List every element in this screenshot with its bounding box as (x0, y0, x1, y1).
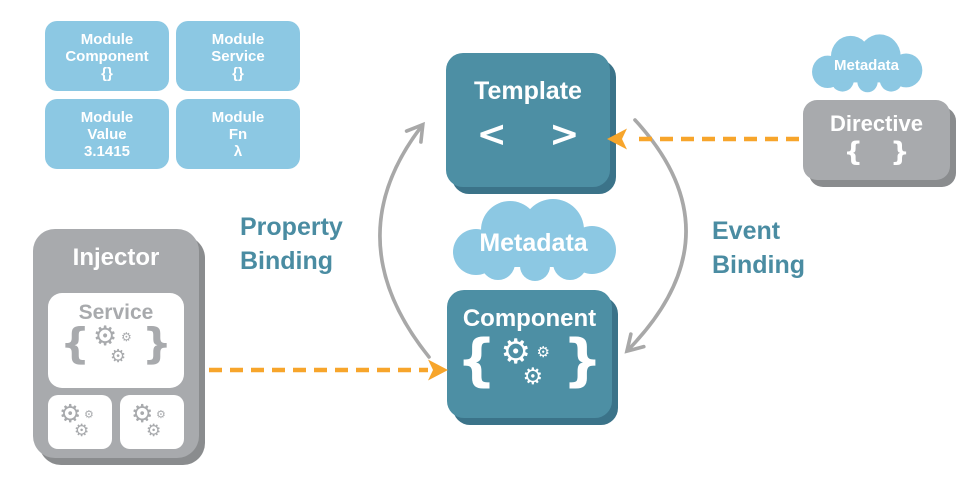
orange-arrowhead-icon (607, 128, 627, 150)
provider-box: ⚙ ⚙ ⚙ (120, 395, 184, 449)
gear-icon: ⚙ (59, 399, 82, 428)
template-title: Template (474, 77, 582, 105)
module-service-line: Service (211, 47, 265, 65)
left-brace-icon: { (60, 319, 90, 368)
gear-icon: ⚙ (131, 399, 154, 428)
lambda-icon: λ (233, 142, 243, 160)
metadata-label: Metadata (479, 229, 588, 257)
directive-title: Directive (830, 111, 923, 136)
metadata-cloud-small: Metadata (810, 33, 923, 93)
event-binding-line: Binding (712, 251, 806, 279)
provider-box: ⚙ ⚙ ⚙ (48, 395, 112, 449)
module-value-box: Module Value 3.1415 (45, 99, 169, 169)
orange-arrowhead-icon (428, 359, 448, 381)
module-fn-line: Fn (228, 125, 248, 143)
module-component-line: Module (80, 30, 134, 48)
gear-icon: ⚙ (84, 408, 94, 421)
module-fn-line: Module (211, 108, 265, 126)
metadata-label: Metadata (833, 56, 900, 74)
service-box: Service { ⚙ ⚙ ⚙ } (48, 293, 184, 388)
event-binding-label: Event Binding (712, 214, 805, 282)
event-binding-arrow (624, 118, 688, 354)
gears-icon: ⚙ ⚙ ⚙ (93, 323, 139, 369)
module-value-line: Value (87, 125, 127, 143)
metadata-cloud: Metadata (450, 197, 617, 282)
gears-icon: ⚙ ⚙ ⚙ (501, 335, 559, 393)
gear-icon: ⚙ (536, 343, 550, 361)
module-value-number: 3.1415 (84, 142, 130, 160)
curly-braces-icon: {} (232, 64, 244, 82)
event-binding-line: Event (712, 217, 781, 245)
cloud-shape (812, 34, 923, 93)
gear-icon: ⚙ (156, 408, 166, 421)
service-gears-icon: { ⚙ ⚙ ⚙ } (60, 323, 172, 369)
curly-braces-icon: { } (843, 137, 910, 168)
module-fn-box: Module Fn λ (176, 99, 300, 169)
gear-icon: ⚙ (93, 321, 118, 352)
property-binding-label: Property Binding (240, 210, 343, 278)
angle-brackets-icon: < > (476, 114, 580, 155)
cloud-shape (453, 199, 616, 281)
module-service-line: Module (211, 30, 265, 48)
gear-icon: ⚙ (74, 421, 90, 441)
component-title: Component (462, 305, 597, 332)
injector-box: Injector Service { ⚙ ⚙ ⚙ } ⚙ ⚙ ⚙ ⚙ (33, 229, 199, 458)
gear-icon: ⚙ (500, 332, 531, 372)
right-brace-icon: } (562, 328, 603, 393)
property-binding-line: Binding (240, 247, 334, 275)
left-brace-icon: { (456, 328, 497, 393)
gear-icon: ⚙ (110, 346, 127, 367)
service-label: Service (78, 301, 154, 324)
module-component-box: Module Component {} (45, 21, 169, 91)
injector-title: Injector (72, 244, 160, 271)
directive-box: Directive { } (803, 100, 950, 180)
component-gears-icon: { ⚙ ⚙ ⚙ } (447, 328, 612, 393)
template-box: Template < > (446, 53, 610, 187)
module-value-line: Module (80, 108, 134, 126)
module-service-box: Module Service {} (176, 21, 300, 91)
module-component-line: Component (65, 47, 149, 65)
gear-icon: ⚙ (522, 364, 544, 390)
gear-icon: ⚙ (121, 330, 132, 344)
gear-icon: ⚙ (146, 421, 162, 441)
property-binding-arrow (378, 121, 431, 359)
gears-icon: ⚙ ⚙ ⚙ (59, 401, 101, 443)
gears-icon: ⚙ ⚙ ⚙ (131, 401, 173, 443)
right-brace-icon: } (142, 319, 172, 368)
curly-braces-icon: {} (101, 64, 113, 82)
property-binding-line: Property (240, 213, 343, 241)
component-box: Component { ⚙ ⚙ ⚙ } (447, 290, 612, 418)
